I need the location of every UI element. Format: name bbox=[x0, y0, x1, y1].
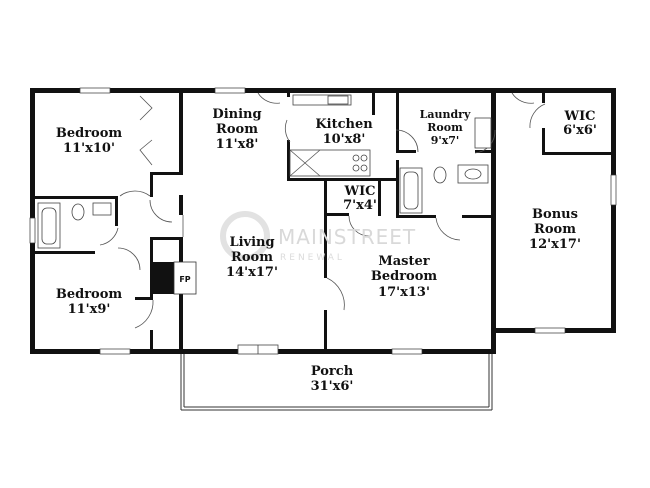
fireplace: FP bbox=[150, 261, 197, 295]
wic-master-dim: 7'x4' bbox=[343, 198, 377, 213]
room-kitchen: Kitchen 10'x8' bbox=[315, 117, 373, 147]
laundry-dim: 9'x7' bbox=[431, 134, 460, 147]
doors bbox=[99, 92, 546, 355]
room-porch: Porch 31'x6' bbox=[311, 364, 354, 394]
room-wic-master: WIC 7'x4' bbox=[343, 184, 377, 213]
porch-dim: 31'x6' bbox=[311, 379, 354, 394]
bedroom1-name: Bedroom bbox=[56, 126, 123, 141]
living-dim: 14'x17' bbox=[226, 265, 278, 280]
living-name-2: Room bbox=[231, 250, 273, 265]
watermark-line2: RENEWAL bbox=[280, 253, 345, 263]
fixtures bbox=[37, 94, 492, 249]
watermark: MAINSTREET RENEWAL bbox=[220, 211, 416, 263]
porch bbox=[180, 352, 493, 411]
room-master: Master Bedroom 17'x13' bbox=[371, 254, 438, 300]
watermark-line1: MAINSTREET bbox=[278, 225, 416, 249]
master-dim: 17'x13' bbox=[378, 285, 430, 300]
kitchen-dim: 10'x8' bbox=[323, 132, 366, 147]
porch-name: Porch bbox=[311, 364, 354, 379]
master-name-1: Master bbox=[378, 254, 429, 269]
laundry-name-2: Room bbox=[427, 121, 463, 134]
windows bbox=[29, 87, 617, 355]
bonus-name-1: Bonus bbox=[532, 207, 578, 222]
laundry-name-1: Laundry bbox=[420, 108, 471, 121]
dining-name-2: Room bbox=[216, 122, 258, 137]
dining-name-1: Dining bbox=[212, 107, 261, 122]
wic-top-name: WIC bbox=[563, 109, 595, 124]
room-living: Living Room 14'x17' bbox=[226, 235, 278, 280]
room-dining: Dining Room 11'x8' bbox=[212, 107, 261, 152]
bonus-dim: 12'x17' bbox=[529, 237, 581, 252]
room-bonus: Bonus Room 12'x17' bbox=[529, 207, 581, 252]
bedroom2-dim: 11'x9' bbox=[68, 302, 111, 317]
master-name-2: Bedroom bbox=[371, 269, 438, 284]
room-laundry: Laundry Room 9'x7' bbox=[420, 108, 471, 147]
wic-master-name: WIC bbox=[343, 184, 375, 199]
bedroom1-dim: 11'x10' bbox=[63, 141, 115, 156]
room-bedroom1: Bedroom 11'x10' bbox=[56, 126, 123, 156]
room-wic-top: WIC 6'x6' bbox=[563, 109, 597, 138]
living-name-1: Living bbox=[229, 235, 274, 250]
fireplace-label: FP bbox=[179, 275, 190, 284]
dining-dim: 11'x8' bbox=[216, 137, 259, 152]
wic-top-dim: 6'x6' bbox=[563, 123, 597, 138]
room-bedroom2: Bedroom 11'x9' bbox=[56, 287, 123, 317]
bedroom2-name: Bedroom bbox=[56, 287, 123, 302]
bonus-name-2: Room bbox=[534, 222, 576, 237]
kitchen-name: Kitchen bbox=[315, 117, 373, 132]
